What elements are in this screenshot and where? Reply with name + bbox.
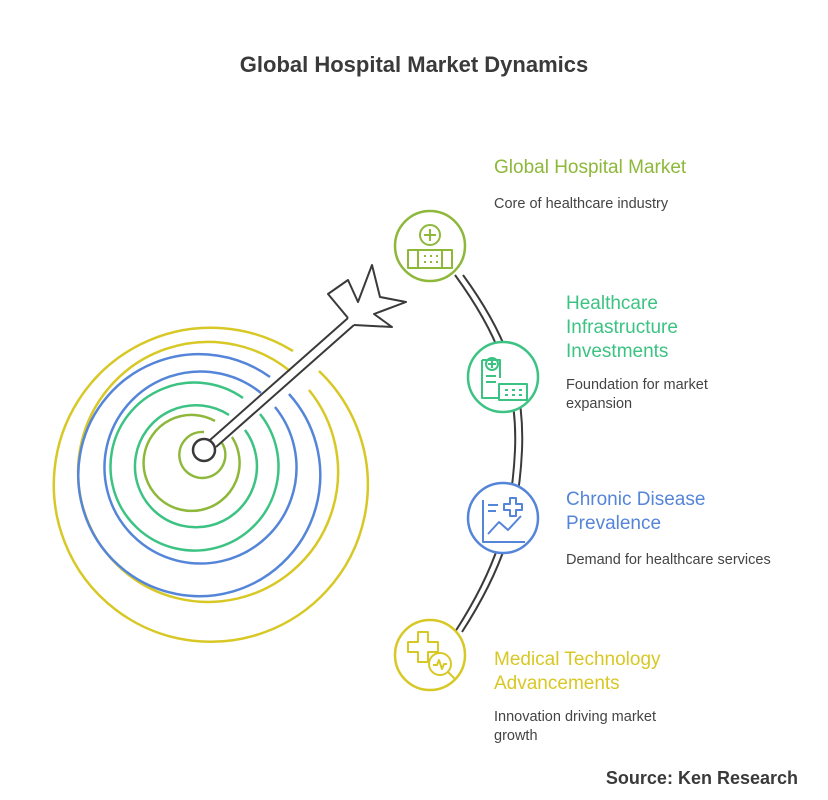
item-title-medical-technology: Medical Technology Advancements [494,649,661,694]
item-title-chronic-disease: Chronic Disease Prevalence [566,489,706,534]
item-title-healthcare-infrastructure: Healthcare Infrastructure Investments [566,293,678,362]
item-desc-healthcare-infrastructure: Foundation for market expansion [566,377,708,412]
item-title-global-hospital-market: Global Hospital Market [494,157,687,178]
target-arrow-icon [52,264,407,644]
page-title: Global Hospital Market Dynamics [239,52,589,77]
icon-circle-4 [393,618,467,692]
icon-circle-2 [466,340,540,414]
connector-arc [454,274,524,633]
icon-circle-1 [393,209,467,283]
medical-document-building-icon [481,357,528,401]
item-desc-chronic-disease: Demand for healthcare services [566,552,771,568]
source-credit: Source: Ken Research [605,768,798,788]
hospital-building-icon [407,224,453,269]
item-desc-global-hospital-market: Core of healthcare industry [494,196,669,212]
item-desc-medical-technology: Innovation driving market growth [494,709,656,744]
icon-circle-3 [466,481,540,555]
health-chart-icon [482,497,525,543]
medical-cross-magnifier-icon [407,631,456,680]
